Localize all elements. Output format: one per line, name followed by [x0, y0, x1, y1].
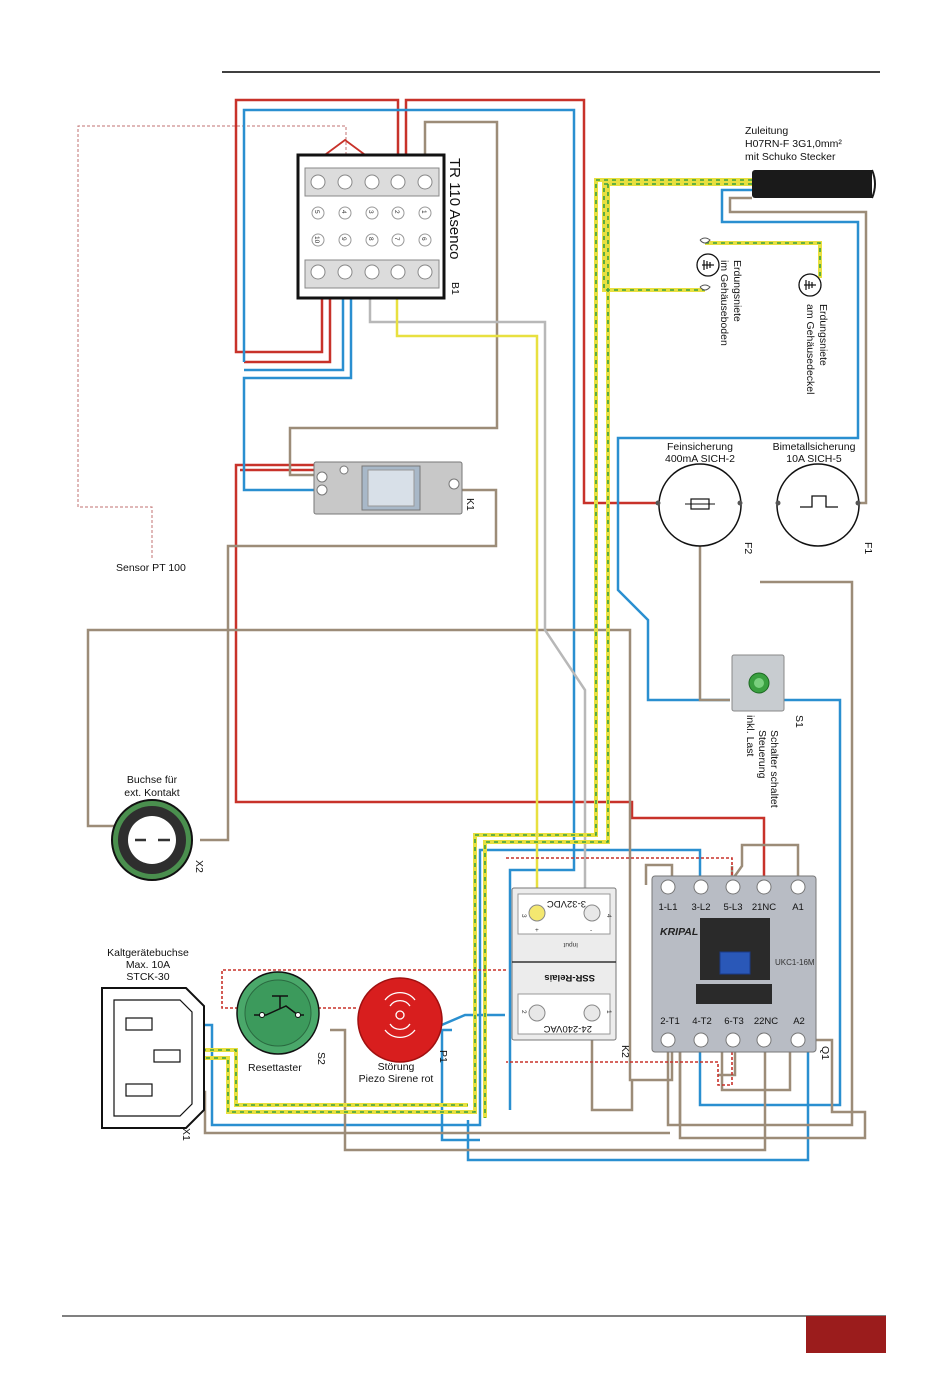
- wires-blue: [152, 108, 860, 1162]
- cable-label-1: Zuleitung: [745, 125, 788, 137]
- q1-ref: Q1: [819, 1046, 831, 1060]
- tr110-t6: 6: [420, 237, 427, 241]
- q1-b4: 22NC: [754, 1016, 778, 1027]
- tr110-bottom-screws: [310, 264, 433, 280]
- s2-label: Resettaster: [248, 1062, 302, 1074]
- sensor-label: Sensor PT 100: [116, 562, 186, 574]
- tr110-t8: 8: [367, 237, 374, 241]
- q1-t4: 21NC: [752, 902, 776, 913]
- wire-gray: [368, 272, 587, 905]
- q1-b3: 6-T3: [724, 1016, 744, 1027]
- f1-label-2: 10A SICH-5: [786, 453, 842, 465]
- q1-t5: A1: [792, 902, 804, 913]
- tr110-t5: 5: [313, 210, 320, 214]
- x2-socket: Buchse für ext. Kontakt X2: [111, 774, 205, 881]
- ground-bottom-label-1: Erdungsniete: [731, 260, 743, 322]
- tr110-t4: 4: [340, 210, 347, 214]
- k1-ref: K1: [464, 498, 476, 511]
- q1-top-screws: [660, 879, 806, 895]
- s2-ref: S2: [315, 1052, 327, 1065]
- f2-ref: F2: [742, 542, 754, 554]
- p1-siren: Störung Piezo Sirene rot P1: [357, 977, 449, 1085]
- wire-yellow: [395, 272, 539, 905]
- q1-t3: 5-L3: [723, 902, 742, 913]
- tr110-t1: 1: [420, 210, 427, 214]
- x2-label-1: Buchse für: [127, 774, 178, 786]
- k2-title: SSR-Relais: [544, 972, 595, 983]
- tr110-top-screws: [310, 174, 433, 190]
- p1-label-1: Störung: [378, 1061, 415, 1073]
- k2-ssr: 3-32VDC Input SSR-Relais 24-240VAC 3 4 2…: [511, 887, 631, 1058]
- f2-fuse: Feinsicherung 400mA SICH-2 F2: [655, 441, 754, 554]
- f2-label-2: 400mA SICH-2: [665, 453, 735, 465]
- wire-sensor-dashed: [77, 125, 347, 560]
- breaker-icon: [800, 495, 838, 508]
- wires-brown: [86, 120, 868, 1152]
- q1-contactor: 1-L1 3-L2 5-L3 21NC A1 2-T1 4-T2 6-T3 22…: [651, 875, 831, 1060]
- p1-label-2: Piezo Sirene rot: [359, 1073, 434, 1085]
- p1-ref: P1: [437, 1050, 449, 1063]
- k2-ref: K2: [619, 1045, 631, 1058]
- s1-label-1: Schalter schaltet: [768, 730, 780, 808]
- q1-t2: 3-L2: [691, 902, 710, 913]
- k2-pin3: 3: [520, 914, 527, 918]
- q1-b2: 4-T2: [692, 1016, 712, 1027]
- ground-bottom: Erdungsniete im Gehäuseboden: [696, 237, 743, 346]
- f2-label-1: Feinsicherung: [667, 441, 733, 453]
- x1-label-1: Kaltgerätebuchse: [107, 947, 189, 959]
- f1-breaker: Bimetallsicherung 10A SICH-5 F1: [773, 441, 874, 554]
- x2-label-2: ext. Kontakt: [124, 787, 180, 799]
- k2-plus: +: [535, 927, 539, 934]
- ground-cover-label-2: am Gehäusedeckel: [804, 304, 816, 394]
- tr110-t9: 9: [340, 237, 347, 241]
- tr110-t10: 10: [313, 236, 320, 244]
- tr110-t3: 3: [367, 210, 374, 214]
- k1-relay: K1: [313, 461, 476, 515]
- ground-icon: [798, 273, 822, 297]
- q1-b5: A2: [793, 1016, 805, 1027]
- x1-label-3: STCK-30: [126, 971, 169, 983]
- q1-b1: 2-T1: [660, 1016, 680, 1027]
- tr110-controller: 5 4 3 2 1 10 9 8 7 6 TR 110 Asenco B1: [296, 153, 463, 300]
- x1-iec-socket: Kaltgerätebuchse Max. 10A STCK-30 X1: [101, 947, 205, 1141]
- s1-label-3: inkl. Last: [744, 715, 756, 757]
- cable-label-2: H07RN-F 3G1,0mm²: [745, 138, 842, 150]
- k2-pin2: 2: [520, 1010, 527, 1014]
- s1-switch: S1 Schalter schaltet Steuerung inkl. Las…: [731, 654, 805, 808]
- cable-label-3: mit Schuko Stecker: [745, 151, 836, 163]
- x1-ref: X1: [180, 1128, 192, 1141]
- s1-label-2: Steuerung: [756, 730, 768, 779]
- f1-ref: F1: [862, 542, 874, 554]
- sound-waves-icon: [384, 992, 416, 1038]
- k2-pin1: 1: [605, 1010, 612, 1014]
- k2-pin4: 4: [605, 914, 612, 918]
- tr110-t7: 7: [393, 237, 400, 241]
- f1-label-1: Bimetallsicherung: [773, 441, 856, 453]
- wires-earth: [162, 178, 822, 1118]
- k2-minus: -: [590, 927, 592, 934]
- power-cable: Zuleitung H07RN-F 3G1,0mm² mit Schuko St…: [745, 125, 888, 199]
- x2-ref: X2: [193, 860, 205, 873]
- page-marker-box: [806, 1316, 886, 1353]
- q1-model: UKC1-16M: [775, 958, 815, 967]
- k2-input-range: 3-32VDC: [547, 898, 586, 909]
- x1-label-2: Max. 10A: [126, 959, 170, 971]
- tr110-ref: B1: [449, 282, 461, 295]
- tr110-terminal-numbers: [311, 206, 432, 247]
- q1-t1: 1-L1: [658, 902, 677, 913]
- ground-icon: [696, 253, 720, 277]
- k2-input-word: Input: [563, 941, 578, 948]
- s1-ref: S1: [793, 715, 805, 728]
- q1-brand: KRIPAL: [660, 926, 698, 938]
- s2-reset-button: Resettaster S2: [236, 971, 327, 1074]
- ground-cover-label-1: Erdungsniete: [817, 304, 829, 366]
- ground-bottom-label-2: im Gehäuseboden: [718, 260, 730, 346]
- q1-bottom-screws: [660, 1032, 806, 1048]
- tr110-title: TR 110 Asenco: [446, 158, 463, 259]
- ground-cover: Erdungsniete am Gehäusedeckel: [798, 273, 829, 394]
- wires-red-dashed: [221, 857, 733, 1086]
- k2-output-range: 24-240VAC: [543, 1023, 592, 1034]
- tr110-t2: 2: [393, 210, 400, 214]
